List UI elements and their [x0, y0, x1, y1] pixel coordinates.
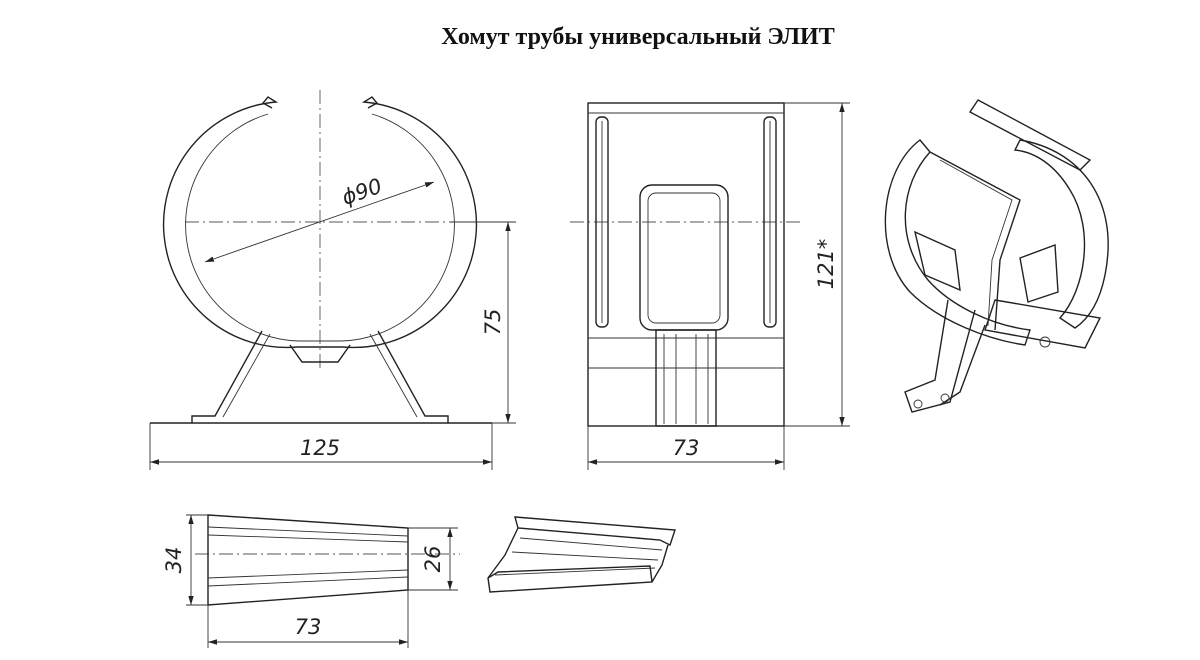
plate-iso-groove-1	[519, 537, 663, 551]
diameter-label: ϕ90	[339, 174, 385, 210]
width-label: 125	[300, 436, 340, 460]
center-window-inner	[647, 192, 721, 324]
plate-groove-top-1	[207, 526, 409, 537]
left-rib	[595, 116, 609, 328]
side-view: 121* 73	[570, 102, 850, 470]
iso-right-shell	[1013, 139, 1109, 329]
plate-wide-label: 34	[162, 547, 186, 574]
plate-iso-top-rail	[514, 516, 676, 546]
plate-iso-groove-3	[494, 567, 656, 576]
iso-left-window	[913, 230, 961, 292]
side-outline	[587, 102, 785, 427]
plate-groove-bottom-1	[207, 569, 409, 579]
left-leg-inner	[222, 333, 271, 418]
height-label: 75	[481, 309, 505, 336]
right-leg	[377, 330, 449, 423]
iso-leg-left	[904, 299, 976, 413]
iso-leg-right	[939, 324, 986, 406]
side-width-label: 73	[673, 436, 700, 460]
plate-narrow-label: 26	[421, 546, 445, 573]
iso-foot-hole-1	[913, 399, 923, 409]
iso-plate-hole	[1039, 336, 1051, 348]
plate-iso-bottom-lip	[487, 565, 653, 583]
right-leg-inner	[369, 333, 418, 418]
page-title: Хомут трубы универсальный ЭЛИТ	[441, 24, 835, 50]
clamp-ring-inner	[185, 113, 455, 342]
plate-isometric-view	[487, 516, 676, 593]
isometric-view	[884, 99, 1109, 413]
side-height-label: 121*	[814, 239, 838, 290]
plate-iso-groove-2	[511, 551, 659, 561]
iso-front-edge	[929, 151, 1021, 331]
plate-length-label: 73	[295, 615, 322, 639]
iso-right-window	[1019, 244, 1059, 303]
plate-iso-body	[487, 527, 669, 593]
iso-foot-hole-2	[940, 393, 950, 403]
front-view: ϕ90 75 125	[149, 90, 516, 470]
plate-view: 34 26 73	[162, 514, 460, 648]
right-rib	[763, 116, 777, 328]
iso-front-edge-inner	[939, 159, 1013, 327]
diameter-dimension-line	[204, 181, 435, 263]
center-window	[639, 184, 729, 331]
plate-groove-top-2	[207, 534, 409, 543]
iso-top-strip	[968, 99, 1092, 171]
center-leg	[655, 329, 717, 427]
iso-left-shell	[884, 139, 1031, 346]
clamp-ring-outer	[162, 96, 478, 349]
plate-groove-bottom-2	[207, 576, 409, 587]
clamp-bottom-notch	[289, 344, 351, 363]
iso-bottom-plate	[984, 299, 1102, 349]
left-leg	[191, 330, 263, 423]
